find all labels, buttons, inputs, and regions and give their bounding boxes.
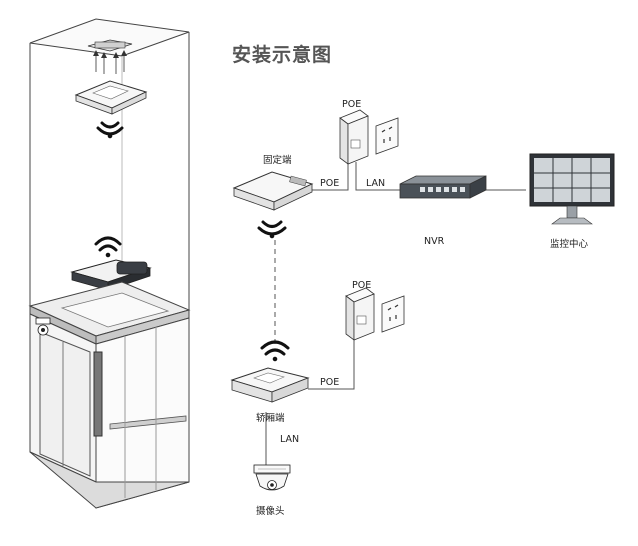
camera-icon: [35, 317, 51, 336]
access-point-icon: [232, 171, 314, 211]
poe-link-label-top: POE: [320, 178, 340, 189]
elevator-car: [28, 281, 191, 509]
wifi-icon: [96, 121, 124, 139]
wifi-icon: [94, 236, 122, 258]
access-point-icon: [230, 367, 310, 403]
poe-adapter-label-mid: POE: [352, 280, 372, 291]
monitor-center-label: 监控中心: [550, 239, 589, 250]
nvr-label: NVR: [424, 236, 445, 247]
lan-link-label-top: LAN: [366, 178, 386, 189]
ceiling-mount-bracket-icon: [87, 39, 133, 74]
wall-outlet-icon: [375, 117, 399, 155]
diagram-title: 安装示意图: [232, 44, 333, 66]
lan-link-label-bottom: LAN: [280, 434, 300, 445]
poe-link-label-bottom: POE: [320, 377, 340, 388]
fixed-end-label: 固定端: [263, 155, 292, 166]
poe-adapter-icon: [339, 109, 369, 165]
nvr-icon: [399, 175, 487, 199]
access-point-icon: [74, 80, 148, 115]
monitor-icon: [529, 153, 615, 225]
connection-lines: [265, 162, 526, 468]
wifi-icon: [257, 220, 287, 239]
camera-label: 摄像头: [256, 506, 285, 517]
car-end-label: 轿厢端: [256, 413, 285, 424]
camera-icon: [253, 464, 291, 491]
wall-outlet-icon: [381, 295, 405, 333]
poe-adapter-icon: [345, 287, 375, 341]
wifi-icon: [260, 340, 290, 362]
poe-adapter-label-top: POE: [342, 99, 362, 110]
